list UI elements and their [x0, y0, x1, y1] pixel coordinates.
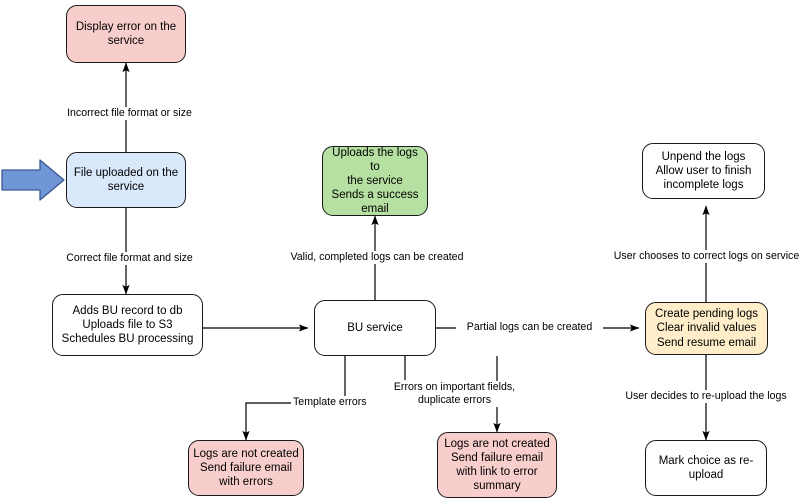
edge-label-valid-complete-logs: Valid, completed logs can be created: [277, 251, 477, 264]
node-bu-service[interactable]: BU service: [314, 300, 436, 356]
node-logs-not-created-errors[interactable]: Logs are not created Send failure email …: [188, 440, 304, 496]
node-display-error[interactable]: Display error on the service: [66, 5, 186, 63]
node-logs-not-created-link[interactable]: Logs are not created Send failure email …: [437, 432, 557, 498]
edge-label-incorrect-format: Incorrect file format or size: [55, 107, 204, 120]
node-create-pending-logs[interactable]: Create pending logs Clear invalid values…: [645, 302, 768, 355]
edge-label-template-errors: Template errors: [291, 396, 381, 409]
node-file-uploaded[interactable]: File uploaded on the service: [66, 152, 186, 208]
node-adds-bu-record[interactable]: Adds BU record to db Uploads file to S3 …: [52, 294, 203, 356]
edge-label-partial-logs: Partial logs can be created: [456, 321, 603, 334]
edge-label-user-reuploads: User decides to re-upload the logs: [619, 390, 793, 403]
edge-label-errors-important-fields: Errors on important fields, duplicate er…: [391, 381, 518, 407]
node-uploads-logs[interactable]: Uploads the logs to the service Sends a …: [322, 146, 428, 216]
edge-label-user-corrects-logs: User chooses to correct logs on service: [608, 250, 801, 263]
node-unpend-logs[interactable]: Unpend the logs Allow user to finish inc…: [642, 143, 765, 199]
entry-arrow-icon: [1, 159, 65, 201]
edge-label-correct-format: Correct file format and size: [55, 252, 204, 265]
node-mark-choice-reupload[interactable]: Mark choice as re- upload: [645, 440, 767, 496]
